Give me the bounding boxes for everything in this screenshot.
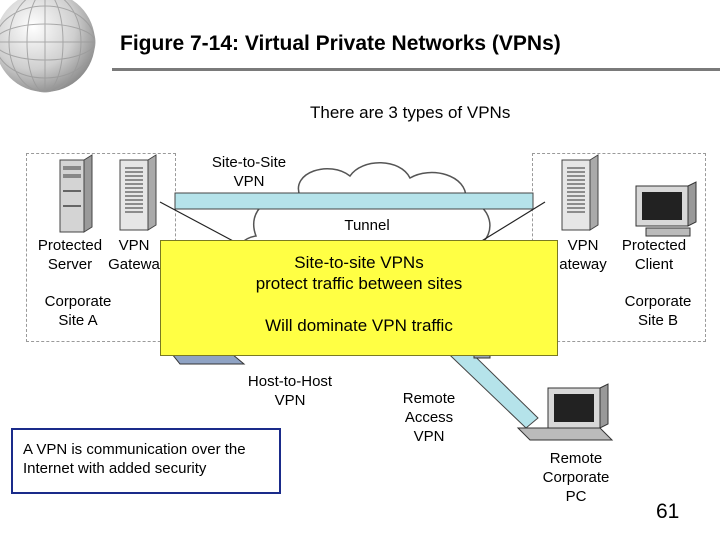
slide-title: Figure 7-14: Virtual Private Networks (V… <box>120 32 561 55</box>
page-number: 61 <box>656 500 680 523</box>
title-divider <box>112 68 720 71</box>
definition-note-text: A VPN is communication over the Internet… <box>23 441 246 477</box>
gateway-b-link <box>479 201 546 243</box>
callout-box: Site-to-site VPNs protect traffic betwee… <box>160 240 558 356</box>
globe-logo-icon <box>0 0 96 93</box>
callout-line-2: protect traffic between sites <box>255 274 463 293</box>
gateway-icon <box>119 154 157 231</box>
slide-subtitle: There are 3 types of VPNs <box>310 103 511 122</box>
definition-note-box: A VPN is communication over the Internet… <box>11 428 281 494</box>
gateway-a-link <box>159 201 236 243</box>
site-to-site-tunnel <box>174 192 534 210</box>
callout-line-3: Will dominate VPN traffic <box>265 316 453 335</box>
desktop-computer-icon <box>635 181 697 237</box>
tunnel-label: Tunnel <box>344 217 390 234</box>
desktop-computer-icon <box>516 383 614 441</box>
callout-line-1: Site-to-site VPNs <box>294 253 424 272</box>
server-icon <box>59 154 93 233</box>
gateway-icon <box>561 154 599 231</box>
